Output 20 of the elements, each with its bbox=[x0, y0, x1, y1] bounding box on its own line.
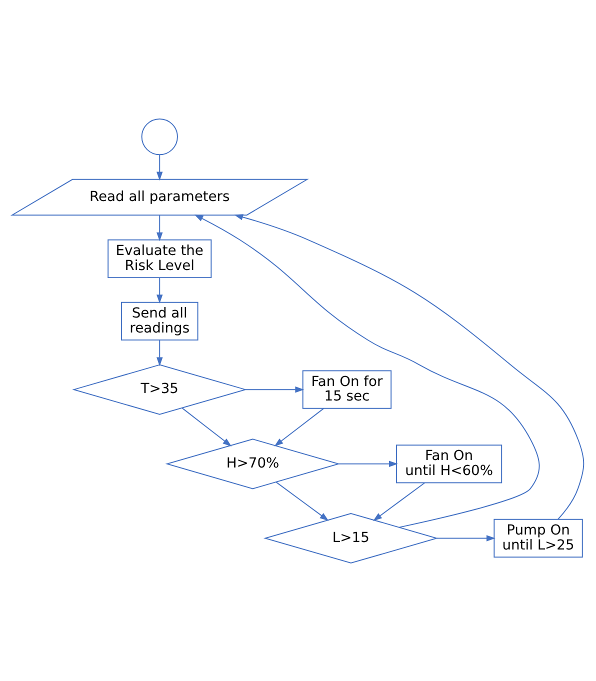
arrow bbox=[156, 339, 163, 366]
node-box: Pump On until L>25 bbox=[494, 518, 583, 558]
node-diamond: T>35 bbox=[72, 364, 248, 414]
arrow bbox=[156, 154, 163, 180]
node-circle bbox=[141, 118, 178, 155]
node-box: Evaluate the Risk Level bbox=[108, 238, 212, 278]
arrow bbox=[245, 386, 304, 392]
node-box: Fan On for 15 sec bbox=[302, 370, 392, 408]
arrow bbox=[234, 214, 584, 520]
arrow bbox=[182, 407, 232, 446]
node-box: Fan On until H<60% bbox=[396, 444, 502, 483]
arrow bbox=[274, 407, 324, 446]
arrow bbox=[338, 460, 398, 467]
arrow bbox=[194, 214, 540, 528]
arrow bbox=[156, 214, 163, 241]
arrow bbox=[373, 482, 426, 520]
arrow bbox=[436, 534, 496, 541]
node-box: Send all readings bbox=[120, 301, 198, 340]
arrow bbox=[156, 276, 163, 304]
arrow bbox=[276, 481, 329, 520]
